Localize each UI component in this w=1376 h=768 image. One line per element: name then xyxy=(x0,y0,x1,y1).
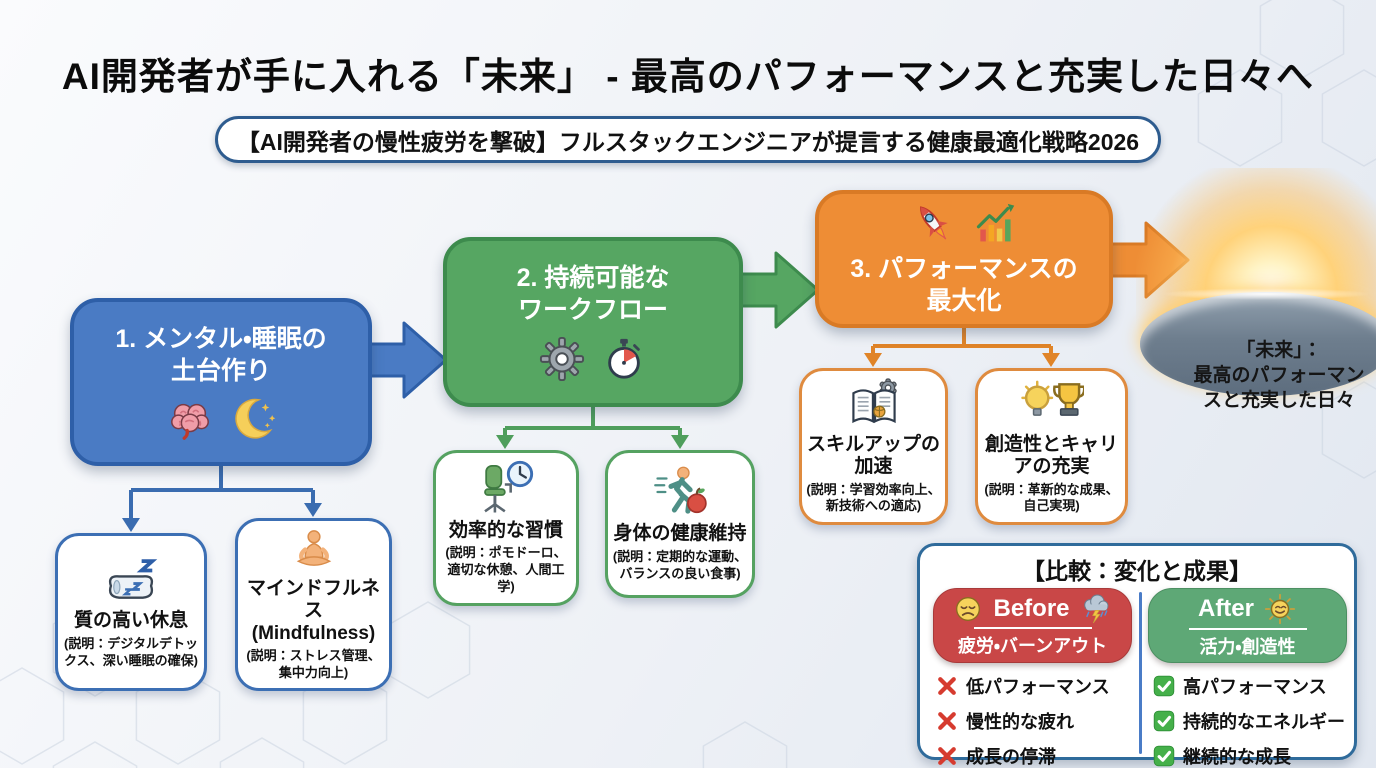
subnode-title: マインドフルネス (Mindfulness) xyxy=(246,578,380,644)
rocket-icon xyxy=(920,205,948,239)
before-item-text: 低パフォーマンス xyxy=(966,677,1110,697)
step-3-performance-box: 3. パフォーマンスの 最大化 xyxy=(815,190,1113,328)
chair-clock-icon xyxy=(484,460,534,513)
list-item: 慢性的な疲れ xyxy=(936,708,1110,734)
red-x-icon xyxy=(938,677,956,695)
book-gear-icon xyxy=(851,378,897,423)
before-sublabel: 疲労・バーンアウト xyxy=(957,636,1108,656)
subnode-mindfulness: マインドフルネス (Mindfulness) (説明：ストレス管理、 集中力向上… xyxy=(235,518,392,691)
future-outcome-label: 「未来」： 最高のパフォーマン スと充実した日々 xyxy=(1193,340,1365,412)
step-1-label: 1. メンタル・睡眠の 土台作り xyxy=(115,324,327,386)
before-items-list: 低パフォーマンス 慢性的な疲れ 成長の停滞 xyxy=(936,673,1110,768)
earth-horizon xyxy=(1140,292,1376,396)
flow-arrow-2-icon xyxy=(730,251,820,329)
moon-stars-icon xyxy=(235,398,276,439)
step-3-label: 3. パフォーマンスの 最大化 xyxy=(850,254,1078,316)
subnode-physical-health: 身体の健康維持 (説明：定期的な運動、 バランスの良い食事) xyxy=(605,450,755,598)
before-item-text: 成長の停滞 xyxy=(966,747,1056,767)
step-1-icons xyxy=(166,396,276,442)
after-item-text: 高パフォーマンス xyxy=(1183,677,1327,697)
smiling-sun-icon xyxy=(1264,593,1296,625)
list-item: 高パフォーマンス xyxy=(1153,673,1345,699)
subnode-title: 効率的な習慣 xyxy=(448,519,563,541)
subnode-desc: (説明：ポモドーロ、 適切な休憩、人間工学) xyxy=(445,545,567,595)
brain-icon xyxy=(171,403,209,440)
horizon-flare xyxy=(1161,288,1371,300)
bulb-trophy-icon xyxy=(1020,380,1084,416)
green-check-icon xyxy=(1153,710,1175,732)
gear-icon xyxy=(539,336,585,381)
after-underline xyxy=(1188,628,1307,630)
subnode-creativity-career: 創造性とキャリ アの充実 (説明：革新的な成果、 自己実現) xyxy=(975,368,1128,525)
comparison-title: 【比較：変化と成果】 xyxy=(1022,558,1252,584)
comparison-panel: 【比較：変化と成果】 Before 疲労・バーン xyxy=(917,543,1357,767)
after-items-list: 高パフォーマンス 持続的なエネルギー 継続的な成長 xyxy=(1153,673,1345,768)
subnode-title: 創造性とキャリ アの充実 xyxy=(984,433,1118,478)
step-2-icons xyxy=(539,335,647,383)
before-pill: Before 疲労・バーンアウト xyxy=(933,588,1132,663)
subnode-desc: (説明：学習効率向上、 新技術への適応) xyxy=(806,481,941,514)
green-check-icon xyxy=(1153,675,1175,697)
storm-cloud-icon xyxy=(1083,594,1109,624)
pillow-sleep-icon xyxy=(108,559,158,600)
list-item: 持続的なエネルギー xyxy=(1153,708,1345,734)
step-2-workflow-box: 2. 持続可能な ワークフロー xyxy=(443,237,743,407)
subnode-desc: (説明：ストレス管理、 集中力向上) xyxy=(246,648,381,681)
subnode-desc: (説明：デジタルデトッ クス、深い睡眠の確保) xyxy=(63,635,199,668)
step-2-label: 2. 持続可能な ワークフロー xyxy=(516,263,670,325)
stopwatch-icon xyxy=(608,338,640,379)
list-item: 成長の停滞 xyxy=(936,743,1110,768)
before-underline xyxy=(973,627,1092,629)
before-item-text: 慢性的な疲れ xyxy=(966,712,1074,732)
list-item: 低パフォーマンス xyxy=(936,673,1110,699)
after-pill: After 活力・創造性 xyxy=(1148,588,1347,663)
subnode-title: 質の高い休息 xyxy=(73,610,188,632)
runner-apple-icon xyxy=(654,466,707,515)
meditation-icon xyxy=(296,530,331,566)
after-item-text: 継続的な成長 xyxy=(1183,747,1291,767)
sunrise-horizon-image xyxy=(1136,168,1376,396)
subnode-skill-up: スキルアップの 加速 (説明：学習効率向上、 新技術への適応) xyxy=(799,368,948,525)
comparison-divider xyxy=(1139,592,1142,754)
list-item: 継続的な成長 xyxy=(1153,743,1345,768)
page-title: AI開発者が手に入れる「未来」 - 最高のパフォーマンスと充実した日々へ xyxy=(61,56,1315,97)
step-1-mental-sleep-box: 1. メンタル・睡眠の 土台作り xyxy=(70,298,372,466)
subnode-desc: (説明：革新的な成果、 自己実現) xyxy=(984,481,1119,514)
sad-face-icon xyxy=(956,597,981,621)
red-x-icon xyxy=(938,747,956,765)
red-x-icon xyxy=(938,712,956,730)
growth-chart-icon xyxy=(976,203,1015,241)
subnode-title: スキルアップの 加速 xyxy=(806,433,940,478)
subnode-efficient-habits: 効率的な習慣 (説明：ポモドーロ、 適切な休憩、人間工学) xyxy=(433,450,579,606)
subnode-quality-rest: 質の高い休息 (説明：デジタルデトッ クス、深い睡眠の確保) xyxy=(55,533,207,691)
subnode-desc: (説明：定期的な運動、 バランスの良い食事) xyxy=(612,548,748,581)
subnode-title: 身体の健康維持 xyxy=(613,523,747,545)
subtitle-badge: 【AI開発者の慢性疲労を撃破】フルスタックエンジニアが提言する健康最適化戦略20… xyxy=(215,116,1161,163)
after-sublabel: 活力・創造性 xyxy=(1199,637,1296,657)
after-label: After xyxy=(1197,595,1254,622)
after-item-text: 持続的なエネルギー xyxy=(1183,712,1345,732)
green-check-icon xyxy=(1153,745,1175,767)
before-label: Before xyxy=(993,595,1070,622)
step-3-icons xyxy=(911,201,1017,247)
